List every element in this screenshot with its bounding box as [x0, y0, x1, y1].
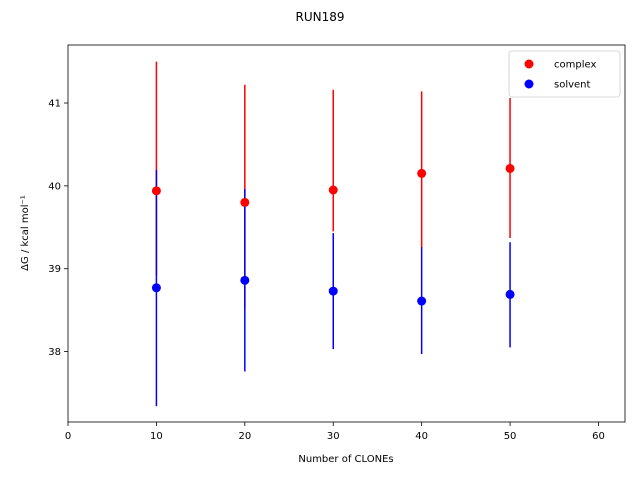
x-tick-label: 0 [65, 431, 71, 442]
legend-label-solvent: solvent [554, 80, 591, 91]
complex-point [151, 186, 161, 196]
legend-marker-solvent [524, 79, 534, 89]
y-axis: 38 39 40 41 [48, 99, 68, 358]
x-tick-label: 30 [327, 431, 340, 442]
y-tick-label: 39 [48, 264, 61, 275]
solvent-point [328, 286, 338, 296]
x-tick-label: 10 [150, 431, 163, 442]
y-tick-label: 41 [48, 99, 61, 110]
complex-point [328, 185, 338, 195]
plot-area [151, 61, 515, 407]
complex-point [505, 163, 515, 173]
complex-point [240, 197, 250, 207]
solvent-point [417, 296, 427, 306]
x-axis: 0 10 20 30 40 50 60 [65, 422, 605, 442]
x-tick-label: 40 [415, 431, 428, 442]
axes-frame [67, 44, 626, 423]
solvent-point [240, 275, 250, 285]
solvent-point [505, 289, 515, 299]
y-tick-label: 38 [48, 347, 61, 358]
solvent-point [151, 283, 161, 293]
legend-label-complex: complex [554, 60, 596, 71]
x-tick-label: 20 [238, 431, 251, 442]
x-tick-label: 60 [592, 431, 605, 442]
legend-marker-complex [524, 59, 534, 69]
complex-point [417, 168, 427, 178]
chart-title: RUN189 [295, 10, 344, 24]
x-tick-label: 50 [504, 431, 517, 442]
y-tick-label: 40 [48, 181, 61, 192]
legend-box [508, 50, 621, 98]
x-axis-label: Number of CLONEs [298, 454, 393, 465]
y-axis-label: ΔG / kcal mol⁻¹ [20, 195, 31, 271]
legend: complex solvent [508, 50, 621, 98]
